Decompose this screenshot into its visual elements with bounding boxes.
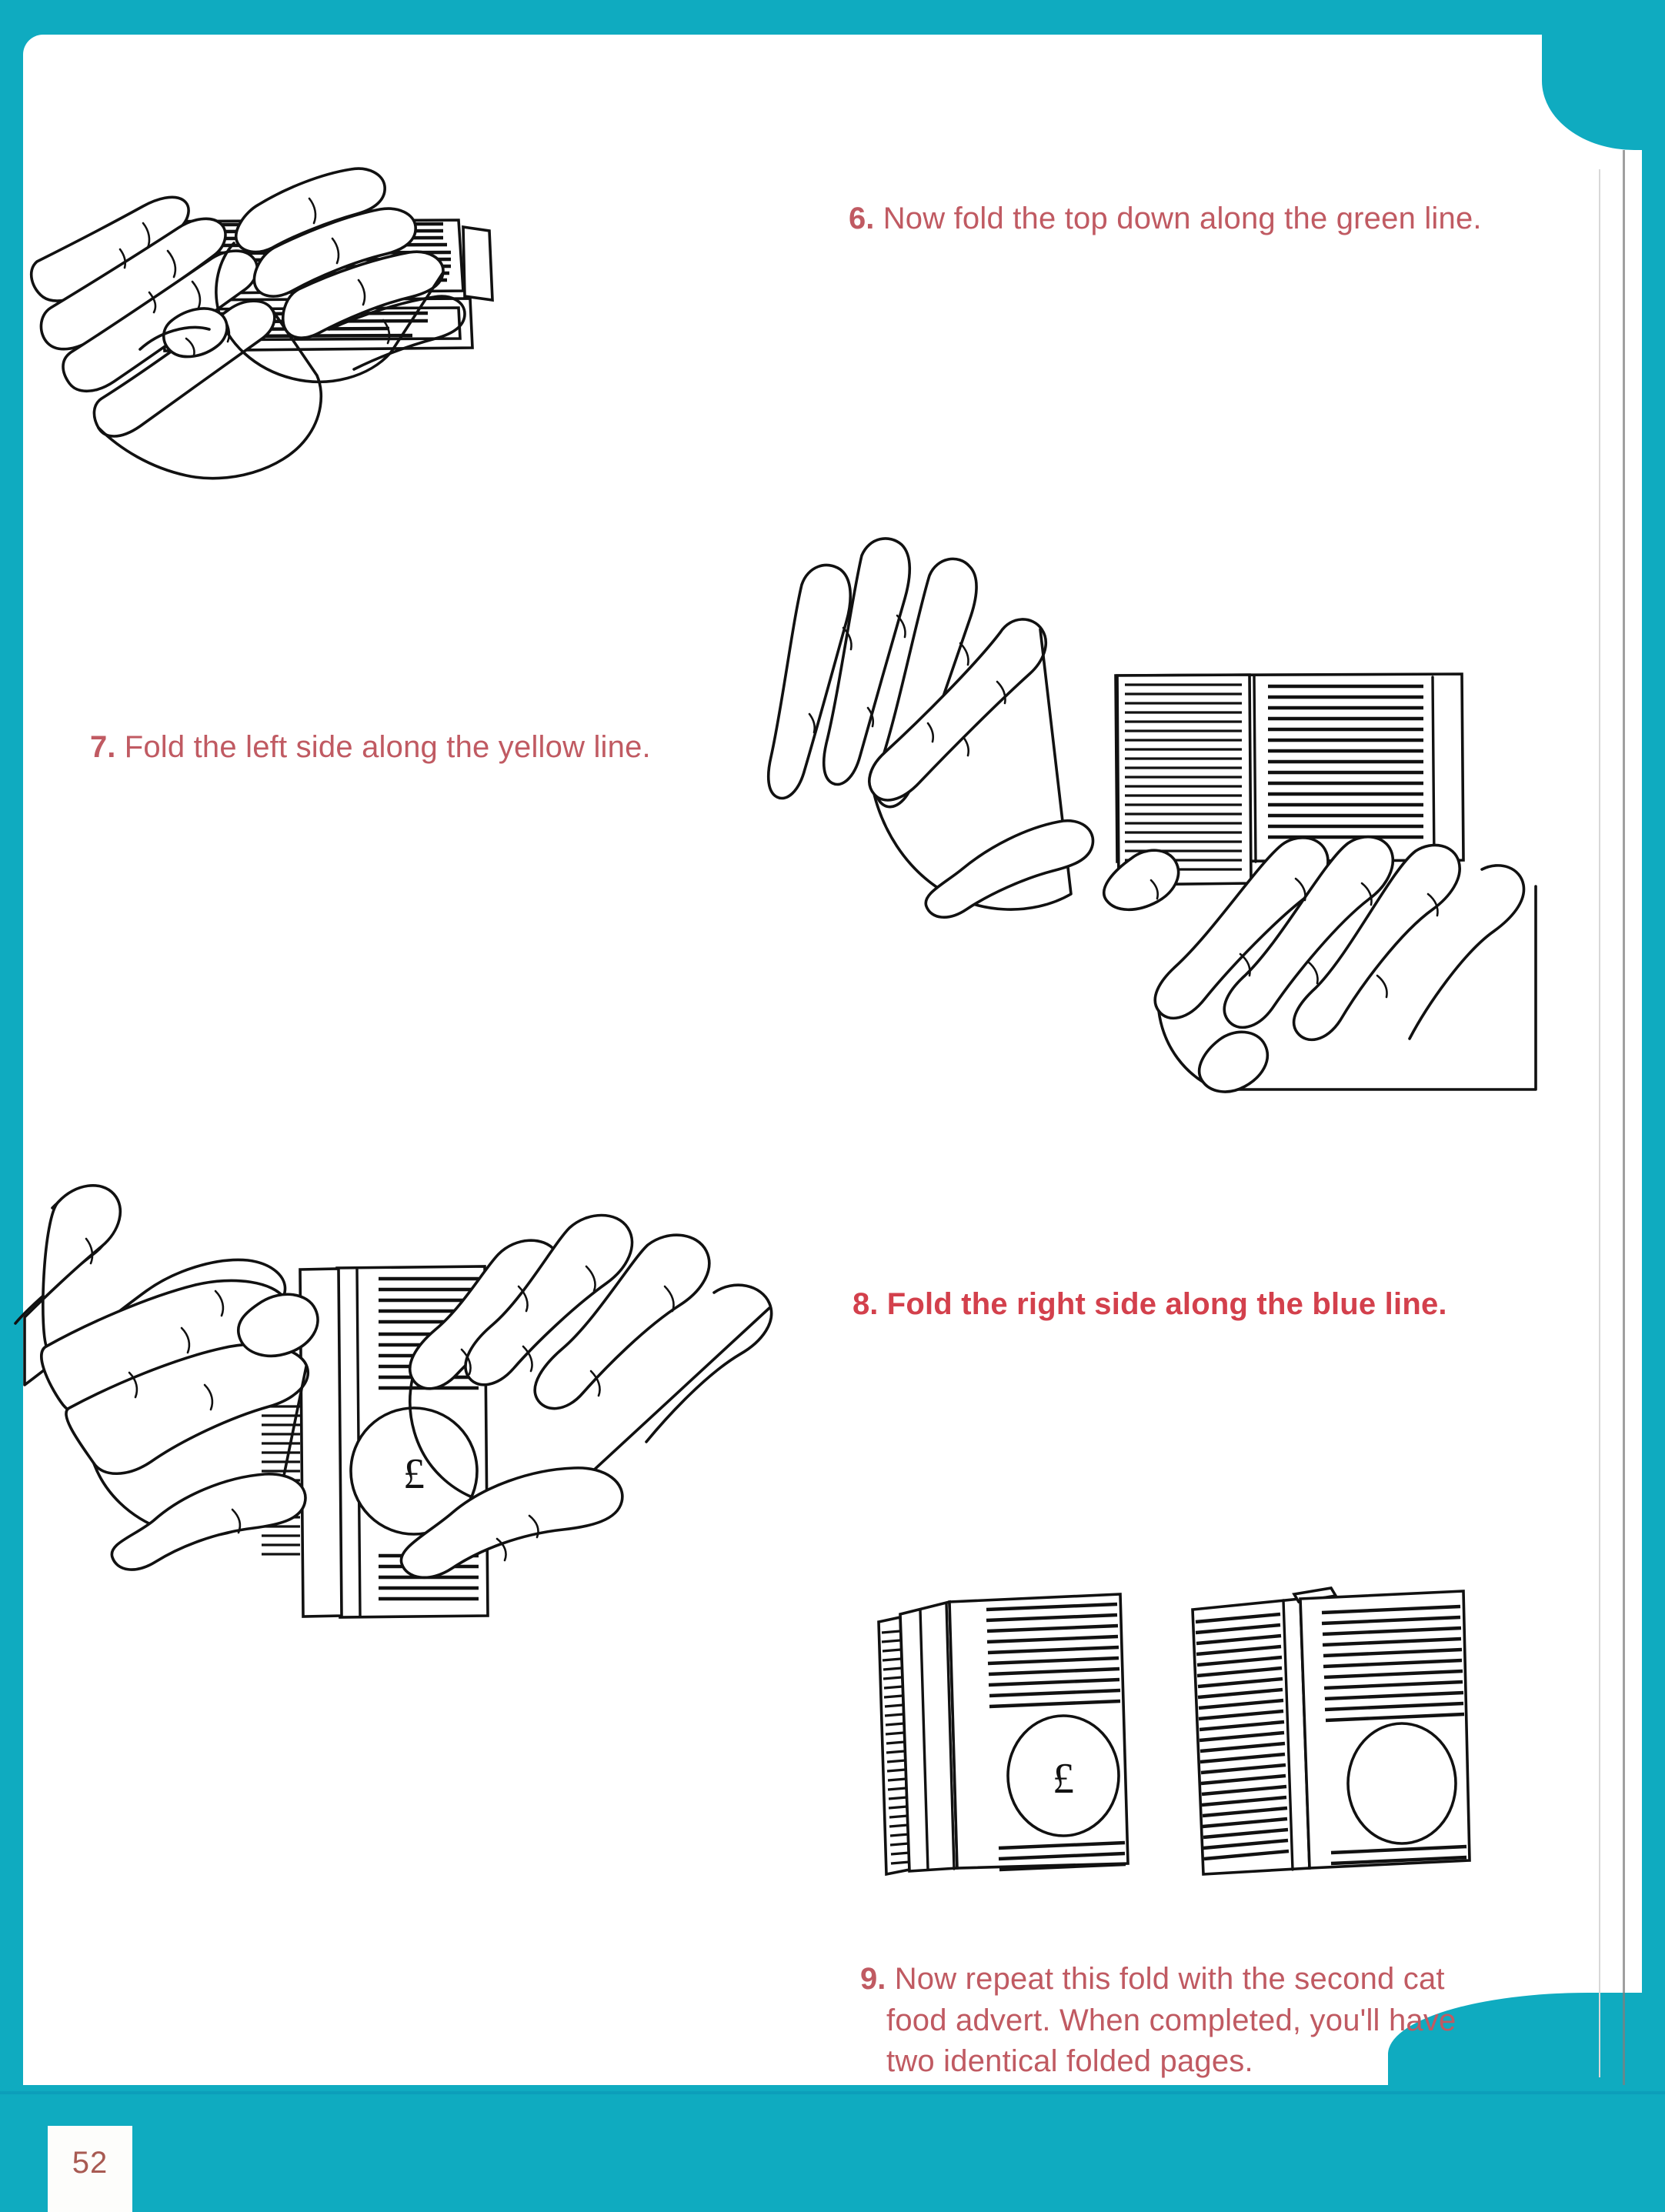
folded-page-left-text-lower (998, 1840, 1126, 1872)
step-number-8: 8. (853, 1287, 879, 1321)
step-number-6: 6. (849, 202, 875, 235)
page-curl-top-right (1542, 35, 1642, 150)
lower-right-hand-knuckles (1149, 877, 1439, 999)
bottom-bar-hairline (0, 2091, 1665, 2094)
folded-edge-stripes-right (1195, 1612, 1290, 1861)
lower-right-hand-step-7 (1103, 836, 1537, 1091)
caption-step-6: 6. Now fold the top down along the green… (849, 199, 1482, 240)
right-hand-step-6 (215, 167, 466, 384)
folded-page-right-text-lower (1330, 1844, 1467, 1866)
folded-page-right-text-upper (1321, 1604, 1465, 1723)
pound-coin (349, 1406, 479, 1536)
left-hand-step-8 (14, 1184, 309, 1571)
left-hand-knuckle-lines (118, 222, 231, 343)
right-hand-step-8-knuckles (460, 1265, 675, 1562)
right-hand-step-8 (399, 1213, 773, 1580)
folded-page-left-text-upper (986, 1602, 1121, 1709)
caption-step-7: 7. Fold the left side along the yellow l… (90, 727, 651, 769)
pound-symbol: £ (403, 1450, 425, 1498)
illustration-step-6 (28, 108, 520, 508)
left-hand-step-8-knuckles (85, 1237, 242, 1534)
step-text-7: Fold the left side along the yellow line… (124, 730, 651, 764)
page-number-box: 52 (48, 2126, 132, 2212)
pound-coin-left-page (1006, 1714, 1120, 1837)
caption-step-8: 8. Fold the right side along the blue li… (853, 1284, 1447, 1326)
upper-left-hand-step-7 (766, 537, 1095, 919)
page-bottom-bar (0, 2085, 1665, 2212)
step-number-9: 9. (860, 1962, 886, 1996)
step-number-7: 7. (90, 730, 116, 764)
upper-left-hand-knuckles (808, 614, 1006, 757)
book-gutter-line (1623, 150, 1625, 2089)
folded-page-left: £ (877, 1593, 1129, 1877)
illustration-step-8: £ (14, 1154, 800, 1739)
pound-symbol-left-page: £ (1053, 1755, 1074, 1803)
blank-coin-right-page (1346, 1722, 1457, 1845)
illustration-step-9: £ (869, 1562, 1477, 1900)
folded-page-right (1191, 1586, 1471, 1876)
step-text-8: Fold the right side along the blue line. (886, 1287, 1447, 1321)
caption-step-9: 9. Now repeat this fold with the second … (860, 1959, 1502, 2083)
folded-edge-stripes-left (881, 1630, 910, 1865)
step-text-6: Now fold the top down along the green li… (883, 202, 1482, 235)
book-gutter-line-secondary (1599, 169, 1600, 2077)
advert-text-right-column (1268, 684, 1423, 839)
step-text-9: Now repeat this fold with the second cat… (886, 1962, 1456, 2079)
advert-text-left-column (1125, 683, 1242, 871)
illustration-step-7 (766, 537, 1547, 1093)
page-number: 52 (72, 2146, 108, 2180)
